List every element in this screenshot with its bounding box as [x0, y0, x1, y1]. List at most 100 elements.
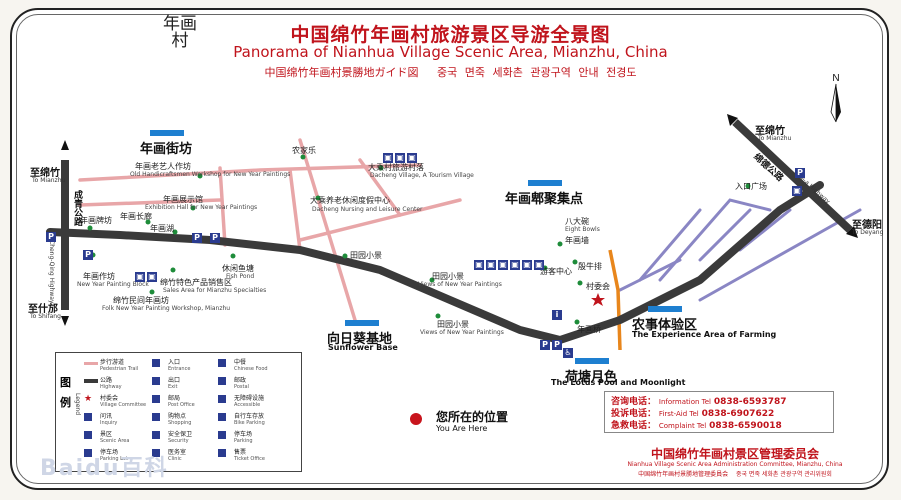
- poi-label: 游客中心: [540, 267, 572, 276]
- facility-icon: ▣: [135, 272, 145, 282]
- facility-icon: ▣: [498, 260, 508, 270]
- poi-label-en: Fish Pond: [226, 273, 255, 280]
- direction-arrows: [61, 114, 858, 326]
- legend-item-label-en: Parking Lot: [100, 456, 128, 462]
- admin-committee-en: Nianhua Village Scenic Area Administrati…: [627, 461, 843, 468]
- legend-item-label: 邮政: [234, 377, 247, 384]
- facility-icon: ▣: [510, 260, 520, 270]
- contact-row: 咨询电话： Information Tel 0838-6593787: [611, 397, 787, 407]
- poi-label: 村委会: [586, 282, 610, 291]
- village-logo: 年画村: [163, 14, 197, 51]
- legend-item-label-en: Security: [168, 438, 189, 444]
- poi-label: 农家乐: [292, 146, 316, 155]
- contact-row: 急救电话： Complaint Tel 0838-6590018: [611, 421, 782, 431]
- legend-item-label-en: Chinese Food: [234, 366, 268, 372]
- parking-icon: P: [210, 233, 220, 243]
- legend-item-icon: [152, 377, 160, 385]
- poi-label-en: Dacheng Nursing and Leisure Center: [312, 206, 423, 213]
- poi-label: 田园小景: [432, 272, 464, 281]
- pink-road-east: [358, 158, 402, 217]
- pink-road-mid: [78, 198, 222, 207]
- facility-icon: ▣: [486, 260, 496, 270]
- area-street: 年画街坊: [140, 142, 193, 157]
- poi-label: 年画老艺人作坊: [135, 162, 191, 171]
- legend-item-icon: [152, 449, 160, 457]
- legend-item-icon: [218, 431, 226, 439]
- legend-item-label-en: Bike Parking: [234, 420, 265, 426]
- legend-item-label: 中餐: [234, 359, 247, 366]
- legend-item-label-en: Entrance: [168, 366, 191, 372]
- purple-road-6: [618, 258, 682, 292]
- legend-item-label-en: Highway: [100, 384, 122, 390]
- legend-item-label: 步行游道: [100, 359, 125, 366]
- poi-label: 大乘村旅游村落: [368, 163, 424, 172]
- legend-item-icon: [218, 413, 226, 421]
- arrow-south-w: [61, 316, 69, 326]
- facility-icon: ▣: [407, 153, 417, 163]
- poi-label-en: Sales Area for Mianzhu Specialties: [163, 287, 267, 294]
- legend-item-label: 无障碍设施: [234, 395, 265, 402]
- info-icon: i: [552, 310, 562, 320]
- legend-item-label-en: Inquiry: [100, 420, 118, 426]
- map-title-en: Panorama of Nianhua Village Scenic Area,…: [233, 43, 668, 61]
- poi-label: 年画墙: [565, 236, 589, 245]
- poi-label: 绵竹民间年画坊: [113, 296, 169, 305]
- poi-label: 年画牌坊: [80, 216, 112, 225]
- legend-item-icon: [218, 359, 226, 367]
- area-marker-lotus: [575, 358, 609, 364]
- pink-road-diag: [298, 198, 462, 242]
- legend-item-label: 停车场: [234, 431, 253, 438]
- legend-item-label-en: Clinic: [168, 456, 182, 462]
- legend-item-label-en: Scenic Area: [100, 438, 130, 444]
- poi-dots: [87, 154, 751, 325]
- poi-label-en: Exhibition Hall for New Year Paintings: [145, 204, 258, 211]
- parking-icon: P: [46, 232, 56, 242]
- legend-item-label: 村委会: [100, 395, 119, 402]
- orange-path: [608, 249, 622, 351]
- legend-item-label: 购物点: [168, 413, 187, 420]
- poi-label: 年画湖: [150, 224, 174, 233]
- legend-item-label: 邮局: [168, 395, 181, 402]
- arrow-se: [846, 226, 858, 238]
- legend-item-label: 出口: [168, 377, 181, 384]
- parking-icon: P: [795, 168, 805, 178]
- poi-label: 大乘养老休闲度假中心: [310, 196, 390, 205]
- legend-item-label-en: Exit: [168, 384, 178, 390]
- legend-item-label-en: Ticket Office: [234, 456, 265, 462]
- purple-road-3: [698, 208, 752, 262]
- ticket-icon: ▣: [792, 186, 802, 196]
- legend-item-label: 停车场: [100, 449, 119, 456]
- legend-subtitle: Legend: [74, 393, 81, 416]
- poi-label: 休闲鱼塘: [222, 264, 254, 273]
- legend-item-icon: [84, 431, 92, 439]
- purple-road-2: [658, 198, 772, 282]
- poi-label: 殷牛排: [578, 262, 602, 271]
- road-chengqing-en: Cheng-Qing Highway: [48, 240, 55, 304]
- poi-label-en: Views of New Year Paintings: [420, 329, 504, 336]
- purple-road-5: [698, 208, 862, 302]
- north-arrow-icon: N: [830, 73, 841, 123]
- area-gathering: 年画郫聚集点: [505, 192, 584, 207]
- dir-mianzhu-east: 至绵竹: [755, 126, 785, 137]
- facility-icon: ▣: [474, 260, 484, 270]
- facility-icon: ▣: [522, 260, 532, 270]
- facility-icon: ▣: [383, 153, 393, 163]
- legend-item-label-en: Post Office: [168, 402, 195, 408]
- dir-mianzhu-east-en: To Mianzhu: [758, 135, 792, 142]
- poi-label-en: Views of New Year Paintings: [418, 281, 502, 288]
- pink-road-vert1: [218, 166, 227, 247]
- pink-road-long: [298, 138, 357, 322]
- parking-icon: P: [83, 250, 93, 260]
- area-farming: 农事体验区: [632, 318, 698, 333]
- svg-text:N: N: [832, 73, 839, 84]
- legend-item-label: 公路: [100, 377, 113, 384]
- facility-icon: ▣: [395, 153, 405, 163]
- legend-item-icon: [152, 431, 160, 439]
- village-committee-star: [591, 293, 605, 306]
- legend-item-label-en: Village Committee: [100, 402, 147, 408]
- legend-item-label-en: Shopping: [168, 420, 192, 426]
- map-title-cn: 中国绵竹年画村旅游景区导游全景图: [290, 24, 611, 46]
- legend-item-icon: [84, 413, 92, 421]
- parking-icon: P: [192, 233, 202, 243]
